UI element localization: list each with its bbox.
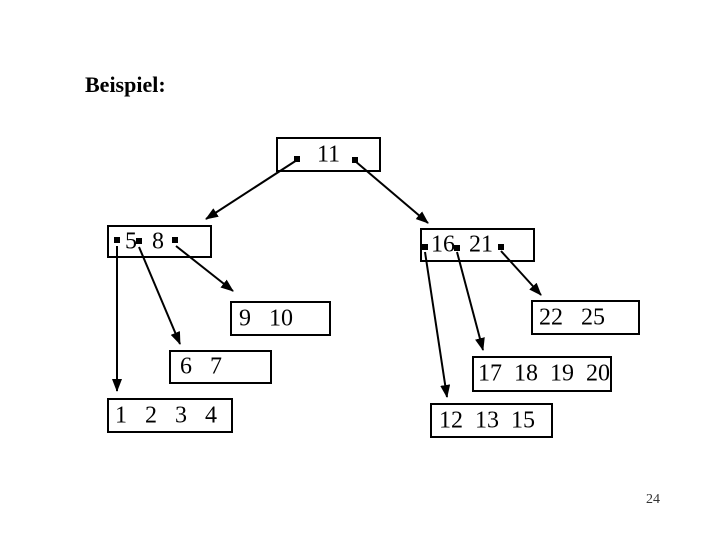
page-number: 24 — [646, 492, 660, 507]
node-key: 11 — [316, 141, 341, 168]
tree-leaf-12-13-15: 12 13 15 — [430, 403, 553, 438]
slide-title: Beispiel: — [85, 72, 166, 97]
leaf-keys: 12 13 15 — [439, 407, 535, 434]
tree-node-root: 11 — [276, 137, 381, 172]
tree-node-16-21: 16 21 — [420, 228, 535, 262]
leaf-keys: 6 7 — [180, 353, 222, 380]
tree-edge-16-21-to-17-18-19-20 — [456, 251, 485, 351]
tree-leaf-22-25: 22 25 — [531, 300, 640, 335]
node-key: 21 — [469, 231, 493, 258]
node-key: 8 — [152, 228, 164, 255]
node-key: 5 — [125, 228, 137, 255]
tree-leaf-9-10: 9 10 — [230, 301, 331, 336]
leaf-keys: 9 10 — [239, 305, 293, 332]
tree-leaf-1-2-3-4: 1 2 3 4 — [107, 398, 233, 433]
tree-node-5-8: 5 8 — [107, 225, 212, 258]
tree-edge-16-21-to-12-13-15 — [424, 251, 451, 398]
leaf-keys: 1 2 3 4 — [115, 402, 217, 429]
node-key: 16 — [431, 231, 455, 258]
tree-leaf-6-7: 6 7 — [169, 350, 272, 384]
leaf-keys: 22 25 — [539, 304, 605, 331]
tree-leaf-17-18-19-20: 17 18 19 20 — [472, 356, 612, 392]
tree-edge-5-8-to-6-7 — [138, 246, 181, 345]
leaf-keys: 17 18 19 20 — [478, 360, 610, 387]
